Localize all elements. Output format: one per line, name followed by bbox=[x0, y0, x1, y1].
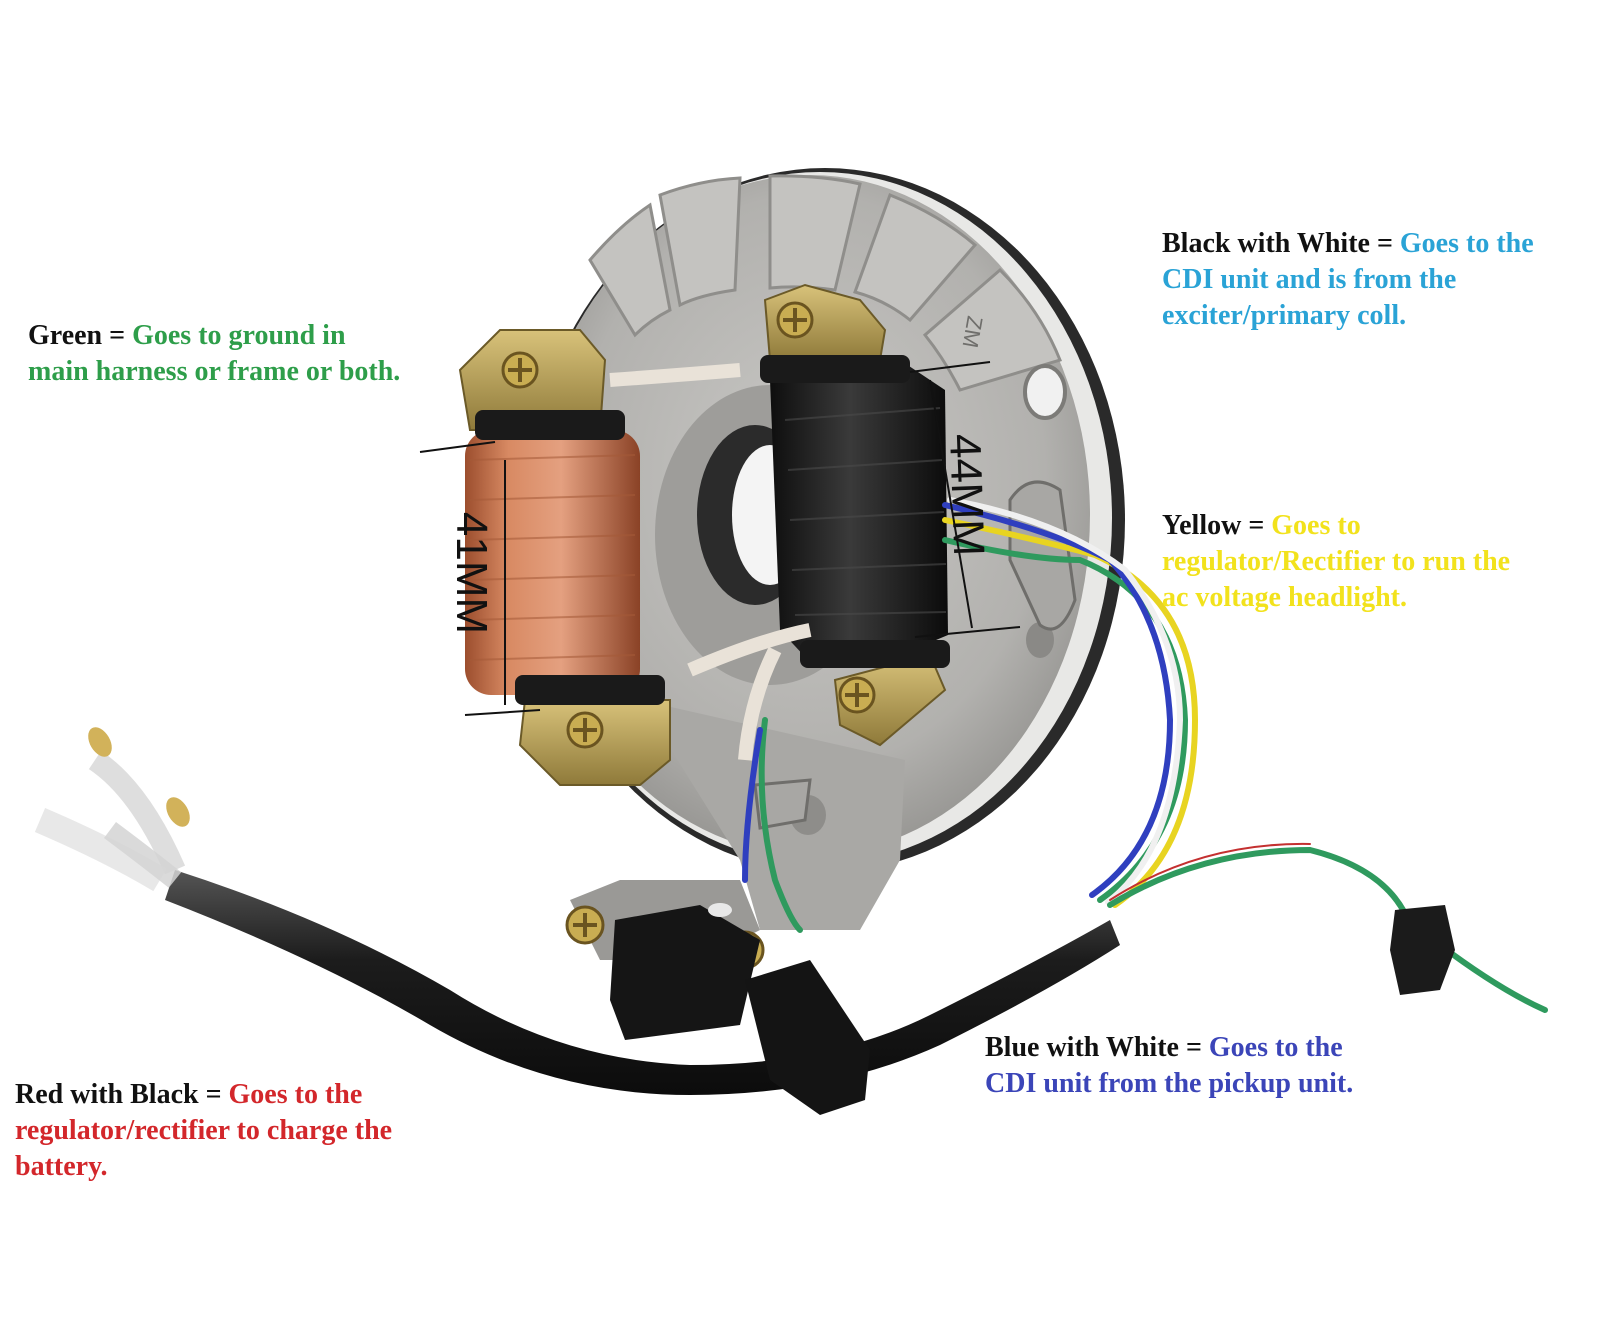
wire-harness bbox=[165, 870, 1120, 1095]
callout-black-white-key: Black with White = bbox=[1162, 228, 1393, 259]
callout-black-white-desc-1: Goes to the bbox=[1399, 228, 1534, 259]
wire-bundle bbox=[742, 497, 1548, 1013]
connectors bbox=[34, 727, 190, 892]
mount-hole-top bbox=[1023, 364, 1067, 420]
pickup-unit bbox=[610, 905, 760, 1040]
callout-red-black-desc-2: regulator/rectifier to charge the bbox=[15, 1115, 393, 1146]
callout-blue-white-desc-1: Goes to the bbox=[1208, 1032, 1343, 1063]
callout-blue-white-key: Blue with White = bbox=[985, 1032, 1202, 1063]
callout-red-black-key: Red with Black = bbox=[15, 1079, 222, 1110]
sleeved-wire-mid bbox=[687, 623, 812, 677]
callout-green-key: Green = bbox=[28, 320, 126, 351]
callout-yellow-desc-3: ac voltage headlight. bbox=[1162, 582, 1407, 613]
callout-black-white-desc-2: CDI unit and is from the bbox=[1162, 264, 1457, 295]
sleeved-wire-low bbox=[738, 646, 782, 761]
stamp-text: ZM bbox=[958, 314, 988, 350]
harness-grommet bbox=[745, 960, 870, 1115]
dimension-41mm: 41MM bbox=[447, 511, 497, 635]
callout-blue-white: Blue with White = Goes to the CDI unit f… bbox=[985, 1030, 1353, 1102]
plate-ribs bbox=[588, 174, 1063, 392]
callout-black-white: Black with White = Goes to the CDI unit … bbox=[1162, 226, 1534, 334]
black-coil bbox=[770, 360, 948, 660]
callout-blue-white-desc-2: CDI unit from the pickup unit. bbox=[985, 1068, 1354, 1099]
callout-black-white-desc-3: exciter/primary coll. bbox=[1162, 300, 1407, 331]
callout-red-black: Red with Black = Goes to the regulator/r… bbox=[15, 1077, 392, 1185]
dimension-lines bbox=[419, 361, 1021, 716]
sleeved-wire-top bbox=[609, 363, 741, 387]
callout-yellow: Yellow = Goes to regulator/Rectifier to … bbox=[1162, 508, 1510, 616]
mount-hole-mid bbox=[1026, 622, 1054, 658]
callout-yellow-key: Yellow = bbox=[1162, 510, 1265, 541]
grommet bbox=[1390, 905, 1455, 995]
dimension-44mm: 44MM bbox=[940, 433, 994, 557]
callout-yellow-desc-2: regulator/Rectifier to run the bbox=[1162, 546, 1511, 577]
callout-green-desc-1: Goes to ground in bbox=[132, 320, 346, 351]
callout-green-desc-2: main harness or frame or both. bbox=[28, 356, 401, 387]
callout-red-black-desc-3: battery. bbox=[15, 1151, 108, 1182]
callout-yellow-desc-1: Goes to bbox=[1271, 510, 1361, 541]
callout-red-black-desc-1: Goes to the bbox=[228, 1079, 363, 1110]
callout-green: Green = Goes to ground in main harness o… bbox=[28, 318, 400, 390]
